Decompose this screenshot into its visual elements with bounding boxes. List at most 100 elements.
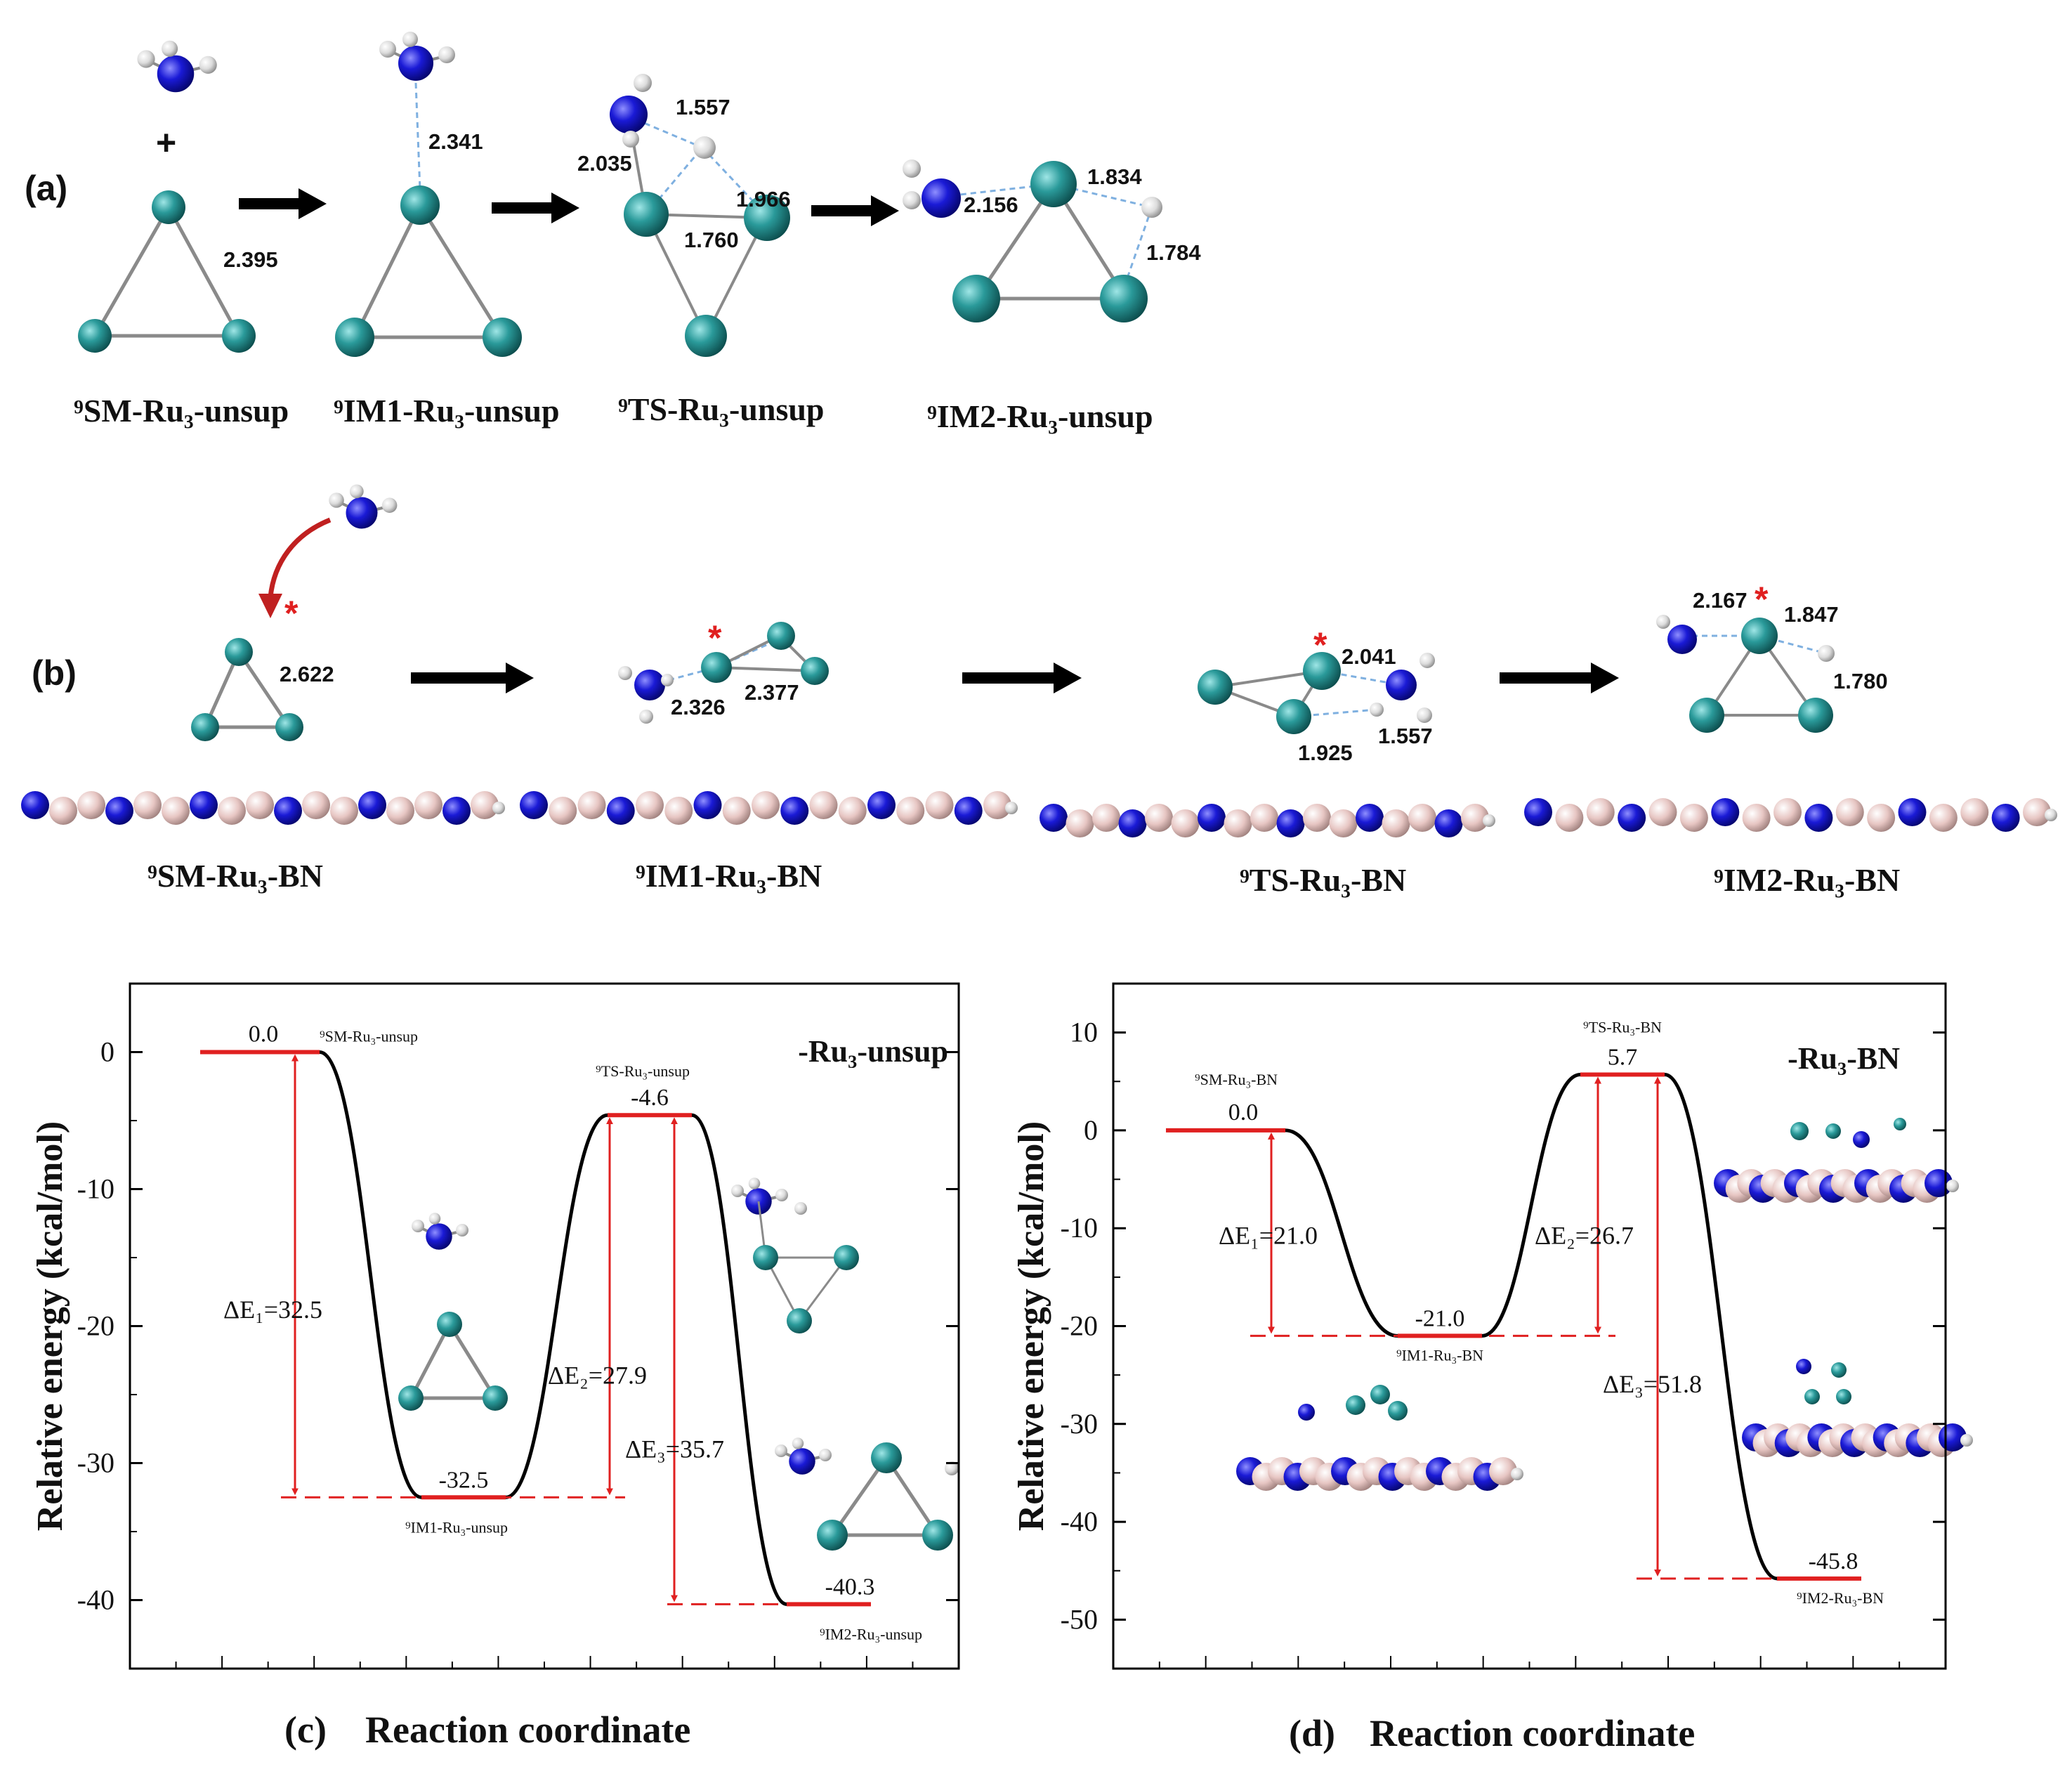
n-atom	[1711, 798, 1740, 826]
b-atom	[302, 791, 330, 819]
dist-im2-1: 2.156	[964, 193, 1018, 217]
b-atom	[246, 791, 274, 819]
h-atom	[2045, 809, 2057, 821]
bn-sheet-im1	[520, 791, 1018, 825]
b-atom	[1065, 809, 1094, 837]
energy-value-label: 0.0	[1228, 1100, 1259, 1126]
curved-arrow-red	[268, 517, 332, 598]
bond	[353, 204, 422, 339]
b-atom	[983, 791, 1011, 819]
b-atom	[2023, 798, 2051, 826]
h-atom	[731, 1185, 744, 1197]
b-atom	[925, 791, 954, 819]
h-atom	[634, 74, 652, 92]
state-name-label: ⁹TS-Ru₃-unsup	[596, 1062, 690, 1080]
ru-atom	[1370, 1385, 1390, 1404]
h-atom	[162, 40, 178, 57]
dist-ts-2: 2.035	[577, 151, 632, 176]
bond	[645, 214, 707, 337]
n-atom	[1356, 804, 1384, 832]
asterisk-im1-bn: *	[708, 618, 722, 658]
h-atom	[1417, 707, 1432, 723]
h-atom	[792, 1437, 804, 1449]
h-atom	[618, 666, 632, 680]
n-atom	[1040, 804, 1068, 832]
y-tick-label: -40	[1061, 1506, 1098, 1537]
b-atom	[577, 791, 606, 819]
y-tick-label: -50	[1061, 1603, 1098, 1635]
ru-atom	[1741, 618, 1778, 654]
n-atom	[1118, 809, 1147, 837]
n-atom	[358, 791, 386, 819]
h-atom	[1370, 703, 1384, 717]
h-atom	[1656, 615, 1670, 629]
energy-value-label: -4.6	[631, 1085, 669, 1111]
arrow-b-1	[411, 663, 534, 693]
energy-value-label: -45.8	[1809, 1548, 1858, 1574]
h-atom	[428, 1213, 441, 1225]
dist-im1-unsup: 2.341	[428, 129, 483, 154]
n-atom	[21, 791, 49, 819]
h-atom	[1960, 1434, 1973, 1447]
ru-atom	[335, 318, 374, 357]
dist-ts-bn-3: 1.557	[1378, 724, 1433, 748]
ru-atom	[398, 1385, 424, 1411]
state-name-label: ⁹IM1-Ru₃-BN	[1396, 1346, 1483, 1364]
b-atom	[1145, 804, 1173, 832]
energy-profile-curve	[1285, 1073, 1778, 1581]
b-atom	[549, 797, 577, 825]
delta-e3-label: ΔE₃=51.8	[1603, 1370, 1702, 1398]
ru-atom	[1303, 652, 1341, 690]
b-atom	[218, 797, 246, 825]
n-atom	[1667, 625, 1697, 654]
n-atom	[634, 670, 665, 700]
ru-atom	[275, 713, 303, 741]
n-atom	[190, 791, 218, 819]
b-atom	[1929, 804, 1958, 832]
h-atom	[1419, 653, 1435, 668]
ru-atom	[1346, 1395, 1365, 1415]
panel-label-d: (d)	[1289, 1712, 1335, 1754]
label-im1-unsup: ⁹IM1-Ru₃-unsup	[334, 393, 560, 429]
state-name-label: ⁹SM-Ru₃-BN	[1195, 1071, 1278, 1088]
curved-arrow-head	[258, 594, 282, 618]
ru-atom	[1100, 275, 1148, 322]
b-atom	[752, 791, 780, 819]
y-tick-label: 0	[100, 1036, 114, 1068]
bn-sheet-ts	[1040, 804, 1495, 837]
label-im2-bn: ⁹IM2-Ru₃-BN	[1714, 862, 1900, 898]
b-atom	[471, 791, 499, 819]
y-tick-label: -10	[1061, 1212, 1098, 1244]
bn-sheet-inset-im2	[1742, 1423, 1973, 1457]
h-atom	[693, 136, 716, 159]
ru-atom	[222, 319, 256, 353]
ru-atom	[1198, 670, 1233, 705]
h-atom	[412, 1220, 424, 1232]
bond	[237, 651, 291, 729]
ru-atom	[437, 1312, 462, 1337]
ru-atom	[1825, 1123, 1841, 1139]
ru-atom	[817, 1520, 848, 1551]
b-atom	[838, 797, 867, 825]
ru-atom	[1831, 1362, 1847, 1378]
ru-atom	[744, 195, 790, 241]
n-atom	[1524, 798, 1552, 826]
b-atom	[1489, 1457, 1517, 1485]
dist-im2-bn-3: 1.780	[1833, 669, 1888, 693]
h-atom	[748, 1177, 761, 1189]
h-atom	[329, 492, 344, 508]
b-atom	[1555, 804, 1584, 832]
state-name-label: ⁹IM2-Ru₃-unsup	[820, 1625, 922, 1643]
b-atom	[1648, 798, 1677, 826]
h-atom	[438, 46, 455, 63]
b-atom	[1867, 804, 1896, 832]
nh3-inset-im1	[426, 1223, 452, 1250]
ru-atom	[483, 1385, 508, 1411]
arrow-a-3	[811, 195, 899, 226]
dashed-bond	[1053, 183, 1153, 209]
b-atom	[414, 791, 442, 819]
ru-atom	[1689, 698, 1724, 733]
h-atom	[1511, 1468, 1523, 1480]
b-atom	[1171, 809, 1200, 837]
dist-ts-4: 1.760	[684, 228, 739, 252]
